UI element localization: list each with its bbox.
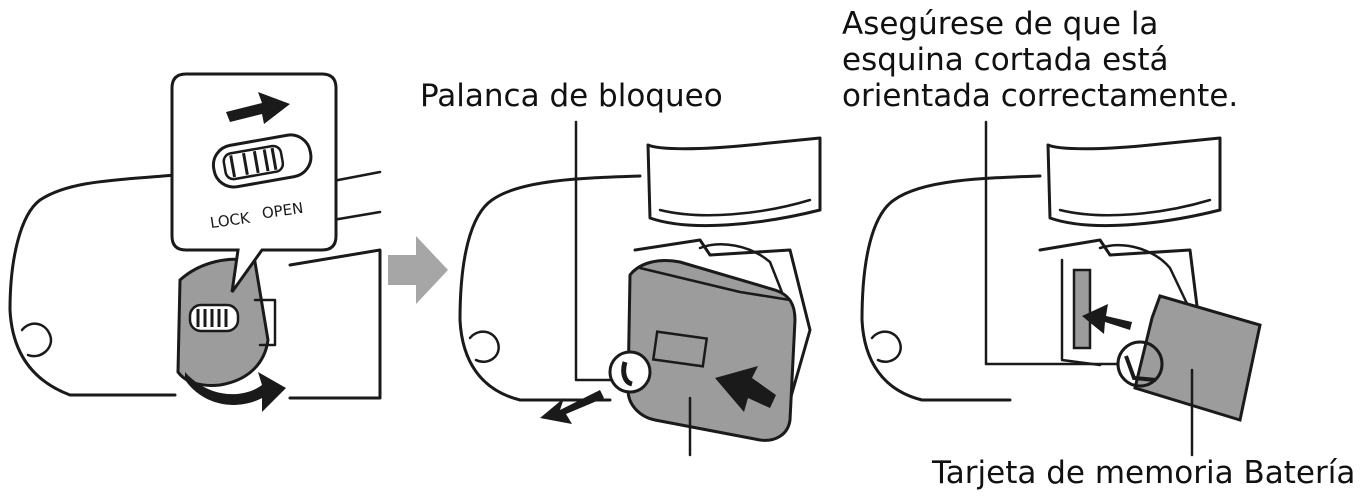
panel-insert-card [860, 120, 1262, 457]
camera-body-3 [860, 174, 1042, 402]
lock-lever-highlight [608, 350, 652, 394]
slide-arrow-icon [226, 92, 290, 124]
card-battery-label: Tarjeta de memoria Batería [932, 455, 1356, 491]
leader-lock-lever [574, 120, 614, 382]
orientation-notice-line-1: Asegúrese de que la [842, 6, 1159, 42]
compartment-edge [698, 243, 787, 302]
switch-open-text: OPEN [261, 199, 305, 223]
leader-cut-corner [984, 120, 1120, 366]
battery-block [626, 259, 797, 442]
camera-body-1 [8, 173, 382, 400]
orientation-notice-line-3: orientada correctamente. [842, 78, 1239, 114]
memory-card [1133, 294, 1262, 422]
curved-arrow-icon [185, 372, 286, 412]
lens-mount-3 [1046, 136, 1222, 228]
lock-switch [211, 133, 313, 189]
lens-ring-3 [1058, 198, 1212, 217]
cover-hinge [253, 298, 277, 347]
card-push-arrow-icon [1082, 304, 1132, 334]
card-slot [1072, 268, 1092, 350]
battery-contacts [651, 330, 709, 368]
orientation-notice-line-2: esquina cortada está [842, 42, 1169, 78]
latch-ridges [196, 309, 228, 327]
camera-grip-3 [870, 330, 902, 363]
camera-body-2 [458, 174, 642, 402]
lock-lever [621, 361, 633, 387]
lens-ring-2 [658, 198, 812, 217]
orientation-notice: Asegúrese de que la esquina cortada está… [842, 6, 1238, 114]
camera-grip-1 [20, 322, 53, 358]
panel-insert-battery [458, 120, 822, 457]
lens-mount-2 [646, 136, 822, 228]
battery-top-edge [638, 266, 792, 302]
card-compartment-edge [1098, 244, 1192, 312]
cut-corner-edge [1124, 355, 1157, 382]
switch-lock-text: LOCK [209, 209, 252, 233]
battery-compartment [633, 238, 812, 402]
push-arrow-icon [715, 366, 776, 412]
camera-grip-2 [468, 330, 500, 363]
lock-lever-label: Palanca de bloqueo [420, 78, 723, 114]
card-compartment [1038, 238, 1202, 332]
lever-arrow-icon [540, 390, 604, 424]
right-arrow-icon [388, 236, 448, 304]
panel-open-cover: LOCK OPEN [8, 72, 382, 412]
